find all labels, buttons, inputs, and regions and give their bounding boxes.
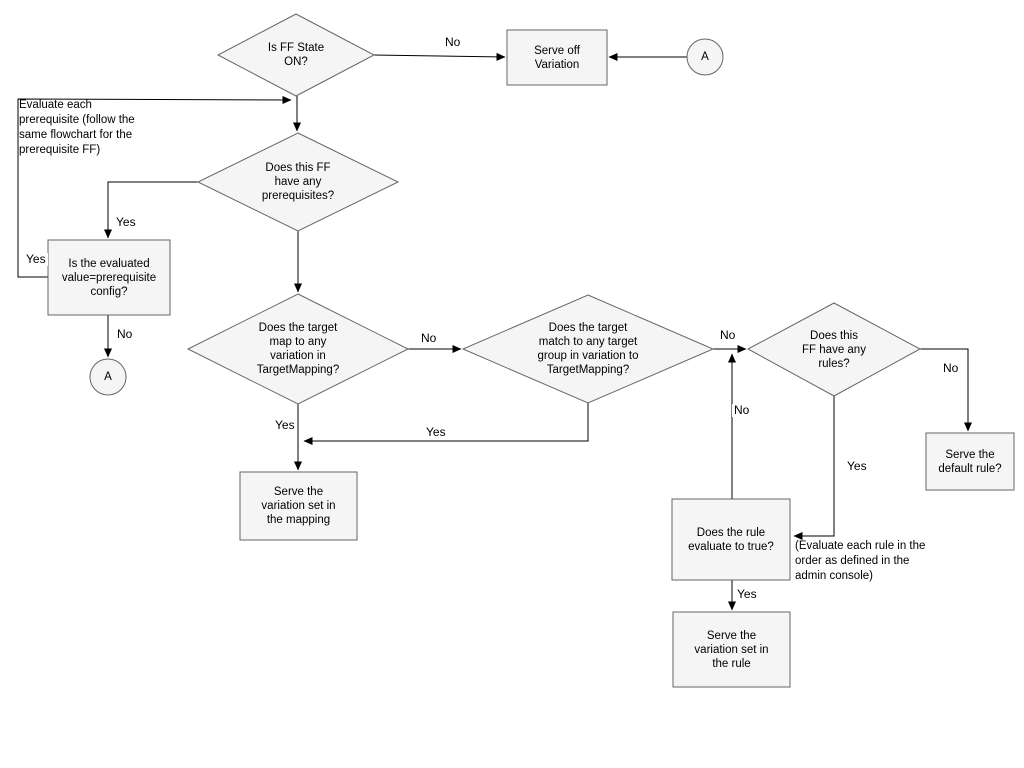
node-label-connector-a-top: A	[701, 51, 709, 63]
node-label-serve-default-rule: Serve the default rule?	[938, 448, 1002, 475]
node-label-serve-mapping-variation: Serve the variation set in the mapping	[261, 486, 336, 526]
node-label-evaluated-value: Is the evaluated value=prerequisite conf…	[61, 257, 157, 298]
edge-label-target-map-no: No	[419, 331, 439, 345]
connector-a-left	[89, 358, 127, 396]
process-serve-rule-variation	[672, 611, 791, 688]
decision-target-map	[186, 293, 410, 405]
node-label-connector-a-left: A	[104, 371, 112, 383]
edge-hasrules-yes-to-ruleeval	[793, 396, 835, 540]
process-evaluated-value	[47, 239, 171, 316]
process-serve-mapping-variation	[239, 471, 358, 541]
edge-targetmatch-yes-to-servemapping	[303, 403, 589, 445]
edge-label-target-map-yes: Yes	[273, 418, 297, 432]
edge-label-has-rules-no: No	[941, 361, 961, 375]
process-rule-evaluates-true	[671, 498, 791, 581]
process-serve-off-variation	[506, 29, 608, 86]
decision-target-match	[461, 294, 715, 404]
edge-label-target-match-no: No	[718, 328, 738, 342]
edge-prereq-yes-to-evaluated	[104, 181, 198, 239]
edge-label-evaluated-no: No	[115, 327, 135, 341]
annotation-evaluate-rules-order: (Evaluate each rule in the order as defi…	[795, 540, 926, 582]
edge-evaluated-yes-loop	[17, 95, 292, 278]
node-label-target-map: Does the target map to any variation in …	[256, 322, 340, 376]
node-label-serve-rule-variation: Serve the variation set in the rule	[694, 629, 769, 670]
edge-label-evaluated-loop-yes: Yes	[24, 252, 48, 266]
edge-label-rule-eval-no: No	[732, 403, 752, 417]
edge-label-ff-state-no: No	[443, 35, 463, 49]
decision-has-prerequisites	[196, 132, 400, 232]
node-label-target-match: Does the target match to any target grou…	[537, 322, 639, 376]
decision-is-ff-state-on	[216, 13, 376, 97]
node-label-serve-off-variation: Serve off Variation	[534, 44, 580, 71]
edge-label-has-rules-yes: Yes	[845, 459, 869, 473]
edge-ffstate-no-to-serveoff	[373, 52, 506, 61]
decision-has-rules	[746, 302, 922, 397]
node-label-is-ff-state-on: Is FF State ON?	[267, 42, 325, 68]
edge-label-prereq-yes: Yes	[114, 215, 138, 229]
edge-label-target-match-yes: Yes	[424, 425, 448, 439]
edge-label-rule-eval-yes: Yes	[735, 587, 759, 601]
annotation-evaluate-prerequisite: Evaluate each prerequisite (follow the s…	[19, 99, 135, 156]
node-label-has-prerequisites: Does this FF have any prerequisites?	[261, 162, 335, 202]
node-label-has-rules: Does this FF have any rules?	[802, 329, 866, 370]
connector-a-top	[686, 38, 724, 76]
edge-hasrules-no-to-servedefault	[920, 348, 972, 432]
process-serve-default-rule	[925, 432, 1015, 491]
node-label-rule-evaluates-true: Does the rule evaluate to true?	[688, 526, 774, 553]
